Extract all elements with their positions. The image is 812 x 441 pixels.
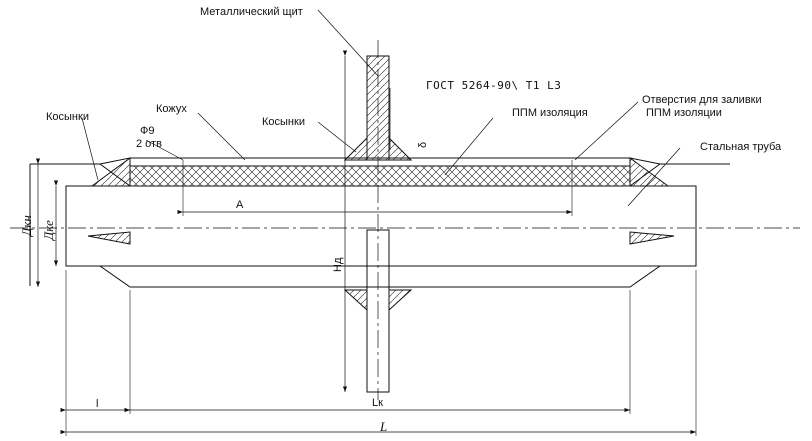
- label-phi: Ф9: [140, 125, 155, 137]
- dim-Dkn: Дкн: [19, 215, 34, 236]
- label-holes-1: Отверстия для заливки: [642, 94, 762, 106]
- label-ppm-insulation: ППМ изоляция: [512, 107, 588, 119]
- dim-delta: δ: [417, 141, 429, 148]
- label-kozhuh: Кожух: [156, 103, 187, 115]
- dim-Dke: Дке: [41, 220, 56, 240]
- label-metal-shield: Металлический щит: [200, 6, 303, 18]
- dim-L: L: [380, 419, 388, 434]
- steel-pipe: [65, 185, 697, 267]
- dim-Lk: Lк: [372, 397, 383, 409]
- label-steel-pipe: Стальная труба: [700, 141, 782, 153]
- label-two-holes: 2 отв: [136, 138, 162, 150]
- label-kosynki-left: Косынки: [46, 111, 89, 123]
- label-holes-2: ППМ изоляции: [646, 107, 722, 119]
- dim-l: l: [96, 398, 99, 410]
- insulation-band: [129, 165, 631, 187]
- dim-Hd: Hд: [332, 257, 344, 272]
- label-gost: ГОСТ 5264-90\ Т1 L3: [426, 79, 562, 92]
- dim-A: A: [236, 199, 244, 211]
- label-kosynki-center: Косынки: [262, 116, 305, 128]
